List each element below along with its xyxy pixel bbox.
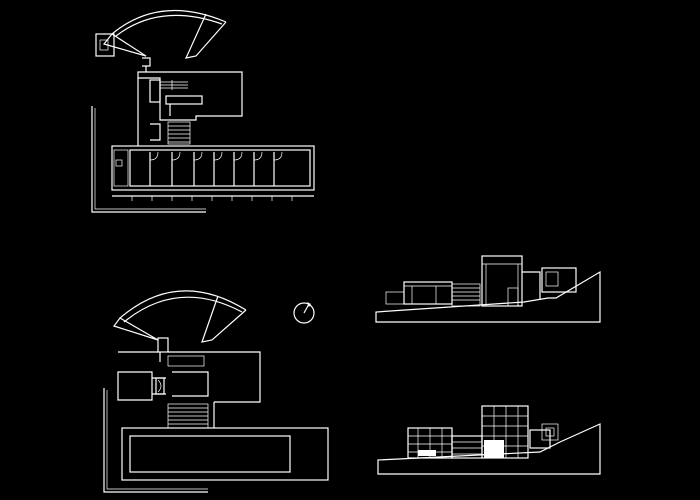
section-upper-tower-opening [507,287,519,307]
upper-plan-core-room [149,79,161,103]
section-lower-tower-opening [484,440,504,458]
lower-plan-site-wall-inner [106,390,208,490]
section-lower-right-box [541,423,559,441]
lower-floor-plan [103,290,329,493]
section-lower-left-door [418,450,436,456]
lower-plan-center-room [172,371,209,397]
lower-plan-wall-right [168,351,261,403]
upper-plan-entry-detail [99,39,109,51]
section-upper-tower [481,255,523,307]
upper-plan-stair-wall [150,123,161,141]
upper-plan-columns [131,196,293,201]
upper-plan-connector [142,57,151,67]
section-upper-right-window [545,271,559,287]
lower-plan-elevator-mark [157,379,162,393]
upper-plan-site-wall [91,106,206,213]
upper-plan-gallery [111,145,315,191]
section-upper-left-annex [385,291,405,305]
upper-plan-stair-upper [160,80,188,90]
lower-plan-site-wall [103,388,208,493]
upper-plan-canopy-wing-left [102,33,147,57]
section-upper-right-step [522,271,541,300]
section-lower-right-volume [529,429,551,449]
lower-plan-counter [167,355,205,367]
lower-plan-elevator [155,377,165,395]
section-lower-middle-slats [452,441,482,455]
section-lower-tower [481,405,529,459]
lower-plan-stair [167,403,209,429]
upper-plan-stair-hall [137,71,243,121]
upper-plan-canopy-wing-right [184,13,227,59]
upper-plan-wc [115,159,123,167]
section-upper-stair [451,283,481,307]
north-arrow-circle [293,302,315,324]
lower-plan-canopy-arc [119,290,247,319]
section-elevation-upper [375,255,601,323]
lower-plan-canopy-wing-right [201,295,247,343]
upper-plan-canopy-arc-inner [115,14,223,37]
upper-plan-gallery-rooms [149,152,275,186]
lower-plan-canopy-arc-inner [123,296,243,323]
upper-plan-gallery-inner [129,149,311,187]
lower-plan-pool-outer [121,427,329,481]
section-lower-right-window [545,427,555,437]
upper-plan-landing [165,95,203,105]
section-upper-left-volume [403,281,453,305]
upper-plan-door-swings [149,151,283,161]
lower-plan-entry-block [157,337,169,353]
section-lower-ground [377,423,601,475]
section-upper-right-volume [541,267,577,293]
north-arrow-needle [303,303,310,314]
section-upper-ground [375,270,601,323]
north-arrow [293,302,315,324]
upper-plan-site-wall-inner [94,108,206,210]
lower-plan-canopy-wing-left [113,317,159,341]
upper-floor-plan [91,9,315,213]
north-arrow-tip [307,302,311,307]
lower-plan-left-room [117,371,153,401]
upper-plan-canopy-arc [111,9,227,35]
upper-plan-entry-box [95,33,115,57]
upper-plan-stair-lower [167,121,191,145]
section-elevation-lower [377,405,601,475]
lower-plan-pool-inner [129,435,291,473]
upper-plan-service-room [113,149,129,187]
